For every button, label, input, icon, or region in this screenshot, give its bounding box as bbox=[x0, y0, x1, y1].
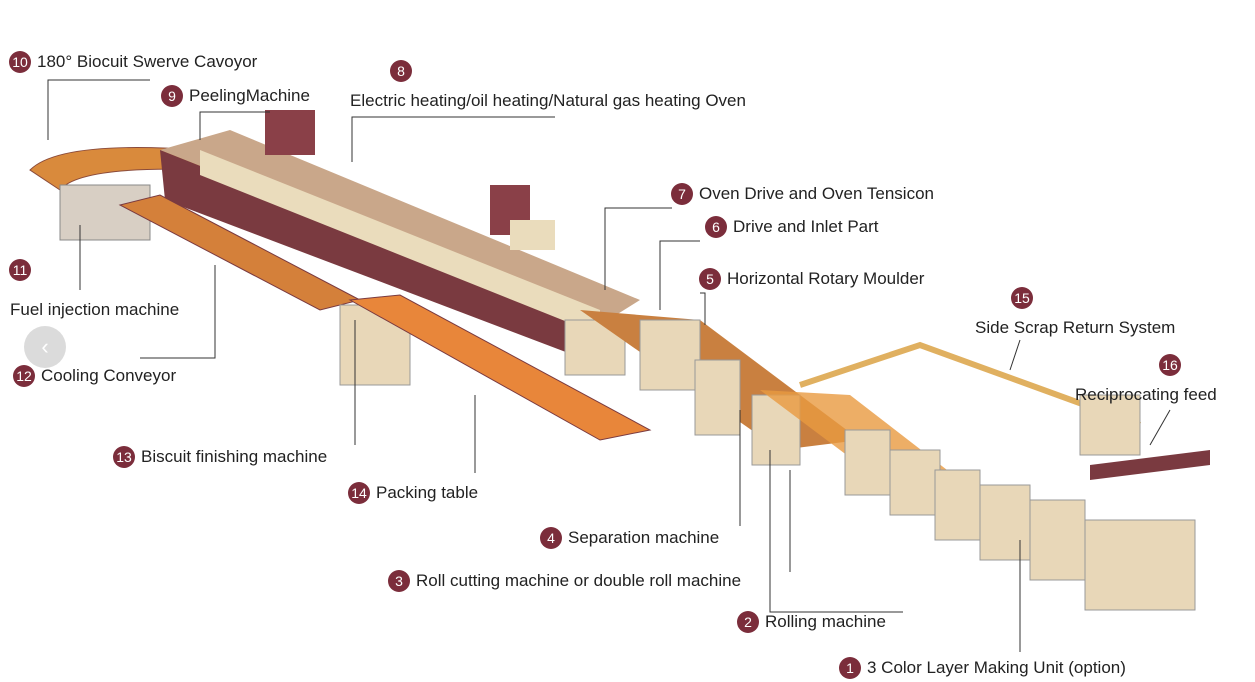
label-12: 12 Cooling Conveyor bbox=[13, 365, 176, 387]
label-8-text: Electric heating/oil heating/Natural gas… bbox=[350, 91, 746, 110]
label-2: 2 Rolling machine bbox=[737, 611, 886, 633]
label-5: 5 Horizontal Rotary Moulder bbox=[699, 268, 924, 290]
label-text: 3 Color Layer Making Unit (option) bbox=[867, 658, 1126, 677]
label-text: Packing table bbox=[376, 483, 479, 502]
label-14: 14 Packing table bbox=[348, 482, 478, 504]
number-badge: 12 bbox=[13, 365, 35, 387]
number-badge: 2 bbox=[737, 611, 759, 633]
leader-lines bbox=[47, 79, 1171, 652]
number-badge: 13 bbox=[113, 446, 135, 468]
label-10: 10 180° Biocuit Swerve Cavoyor bbox=[9, 51, 257, 73]
label-11-badge: 11 bbox=[9, 259, 31, 281]
label-text: Separation machine bbox=[568, 528, 720, 547]
label-7: 7 Oven Drive and Oven Tensicon bbox=[671, 183, 934, 205]
number-badge: 9 bbox=[161, 85, 183, 107]
number-badge: 1 bbox=[839, 657, 861, 679]
label-15-badge: 15 bbox=[1011, 287, 1033, 309]
label-15-text: Side Scrap Return System bbox=[975, 318, 1176, 337]
number-badge: 7 bbox=[671, 183, 693, 205]
label-text: PeelingMachine bbox=[189, 86, 310, 105]
number-badge: 14 bbox=[348, 482, 370, 504]
label-9: 9 PeelingMachine bbox=[161, 85, 310, 107]
label-3: 3 Roll cutting machine or double roll mac… bbox=[388, 570, 741, 592]
label-text: Rolling machine bbox=[765, 612, 886, 631]
label-text: 180° Biocuit Swerve Cavoyor bbox=[37, 52, 258, 71]
number-badge: 5 bbox=[699, 268, 721, 290]
label-8-badge: 8 bbox=[390, 60, 412, 82]
number-badge: 3 bbox=[388, 570, 410, 592]
label-11-text: Fuel injection machine bbox=[10, 300, 180, 319]
machinery bbox=[29, 110, 1210, 611]
label-16-text: Reciprocating feed bbox=[1075, 385, 1217, 404]
label-4: 4 Separation machine bbox=[540, 527, 719, 549]
label-6: 6 Drive and Inlet Part bbox=[705, 216, 879, 238]
number-badge: 6 bbox=[705, 216, 727, 238]
label-16-badge: 16 bbox=[1159, 354, 1181, 376]
carousel-prev-button[interactable]: ‹ bbox=[24, 326, 66, 368]
label-1: 1 3 Color Layer Making Unit (option) bbox=[839, 657, 1126, 679]
label-text: Oven Drive and Oven Tensicon bbox=[699, 184, 934, 203]
label-text: Cooling Conveyor bbox=[41, 366, 177, 385]
label-13: 13 Biscuit finishing machine bbox=[113, 446, 327, 468]
chevron-left-icon: ‹ bbox=[41, 334, 49, 359]
label-text: Biscuit finishing machine bbox=[141, 447, 328, 466]
label-text: Horizontal Rotary Moulder bbox=[727, 269, 925, 288]
label-text: Roll cutting machine or double roll mach… bbox=[416, 571, 742, 590]
number-badge: 4 bbox=[540, 527, 562, 549]
label-text: Drive and Inlet Part bbox=[733, 217, 879, 236]
number-badge: 10 bbox=[9, 51, 31, 73]
